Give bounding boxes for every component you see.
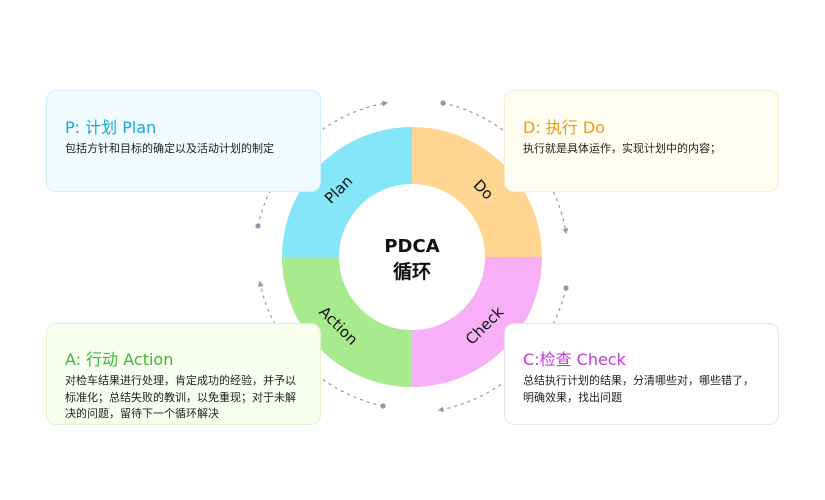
cycle-dot xyxy=(255,223,261,229)
card-check-description: 总结执行计划的结果，分清哪些对，哪些错了，明确效果，找出问题 xyxy=(523,374,754,404)
cycle-dot xyxy=(563,285,569,291)
card-action-title: A: 行动 Action xyxy=(65,350,174,369)
card-do-title: D: 执行 Do xyxy=(523,118,605,137)
card-do: D: 执行 Do 执行就是具体运作，实现计划中的内容； xyxy=(504,90,779,192)
cycle-dot xyxy=(380,403,386,409)
center-title: PDCA xyxy=(384,236,439,257)
card-check: C:检查 Check 总结执行计划的结果，分清哪些对，哪些错了，明确效果，找出问… xyxy=(504,323,779,425)
card-check-title: C:检查 Check xyxy=(523,350,626,369)
card-plan-description: 包括方针和目标的确定以及活动计划的制定 xyxy=(65,142,274,155)
card-action-description: 对检车结果进行处理，肯定成功的经验，并予以标准化；总结失败的教训，以免重现；对于… xyxy=(65,374,296,420)
segment-plan xyxy=(282,127,412,257)
card-do-description: 执行就是具体运作，实现计划中的内容； xyxy=(523,142,721,155)
segment-check xyxy=(412,257,542,387)
segment-do xyxy=(412,127,542,257)
card-plan: P: 计划 Plan 包括方针和目标的确定以及活动计划的制定 xyxy=(46,90,321,192)
center-circle xyxy=(339,184,485,330)
cycle-arrow-plan-to-do xyxy=(257,100,389,227)
segment-action xyxy=(282,257,412,387)
card-action: A: 行动 Action 对检车结果进行处理，肯定成功的经验，并予以标准化；总结… xyxy=(46,323,321,425)
center-subtitle: 循环 xyxy=(393,260,431,283)
card-plan-title: P: 计划 Plan xyxy=(65,118,157,137)
cycle-dot xyxy=(440,100,446,106)
